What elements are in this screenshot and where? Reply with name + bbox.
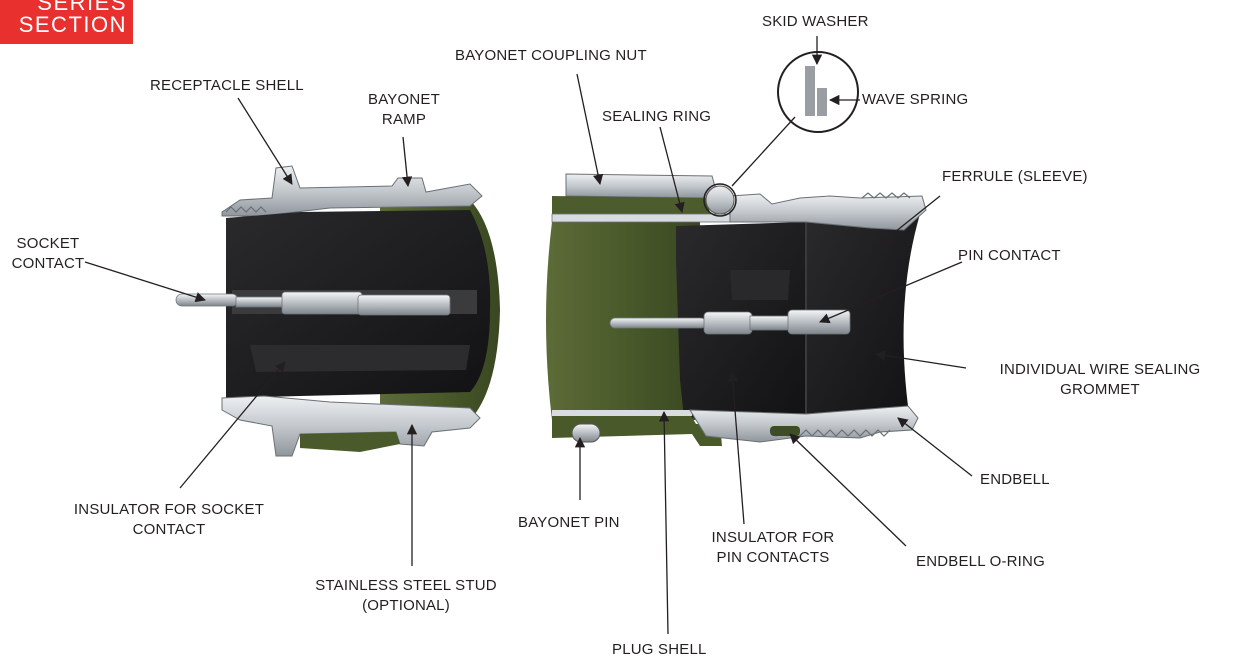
label-insulator-pin-line-2: PIN CONTACTS [716, 549, 830, 566]
label-bayonet-ramp-line-2: RAMP [381, 111, 427, 128]
label-plug-shell: PLUG SHELL [612, 641, 707, 658]
badge-line-1: SERIES [37, 0, 127, 15]
skid-washer-detail-callout [731, 51, 859, 187]
label-skid-washer: SKID WASHER [762, 13, 869, 30]
label-individual-wire-sealing-grommet: INDIVIDUAL WIRE SEALING GROMMET [970, 360, 1230, 400]
label-grommet-line-1: INDIVIDUAL WIRE SEALING [999, 361, 1201, 378]
label-socket-contact: SOCKET CONTACT [0, 234, 96, 274]
badge-line-2: SECTION [18, 12, 127, 37]
plug-assembly [546, 173, 927, 446]
label-socket-contact-line-2: CONTACT [11, 255, 85, 272]
label-stainless-steel-stud: STAINLESS STEEL STUD (OPTIONAL) [290, 576, 522, 616]
label-endbell-o-ring: ENDBELL O-RING [916, 553, 1045, 570]
label-ferrule: FERRULE (SLEEVE) [942, 168, 1088, 185]
label-stud-line-2: (OPTIONAL) [362, 597, 450, 614]
label-endbell: ENDBELL [980, 471, 1050, 488]
label-receptacle-shell: RECEPTACLE SHELL [150, 77, 304, 94]
label-insulator-socket-line-2: CONTACT [132, 521, 206, 538]
label-bayonet-coupling-nut: BAYONET COUPLING NUT [455, 47, 647, 64]
label-insulator-for-socket-contact: INSULATOR FOR SOCKET CONTACT [56, 500, 282, 540]
leader-lines [84, 36, 973, 635]
label-stud-line-1: STAINLESS STEEL STUD [315, 577, 497, 594]
label-insulator-pin-line-1: INSULATOR FOR [711, 529, 835, 546]
label-wave-spring: WAVE SPRING [862, 91, 969, 108]
label-bayonet-ramp-line-1: BAYONET [368, 91, 440, 108]
series-section-badge: SERIES SECTION [0, 0, 133, 44]
label-socket-contact-line-1: SOCKET [16, 235, 80, 252]
label-grommet-line-2: GROMMET [1060, 381, 1140, 398]
label-bayonet-ramp: BAYONET RAMP [356, 90, 452, 130]
label-pin-contact: PIN CONTACT [958, 247, 1061, 264]
label-insulator-for-pin-contacts: INSULATOR FOR PIN CONTACTS [698, 528, 848, 568]
label-bayonet-pin: BAYONET PIN [518, 514, 620, 531]
receptacle-assembly [175, 165, 500, 457]
label-insulator-socket-line-1: INSULATOR FOR SOCKET [73, 501, 265, 518]
label-sealing-ring: SEALING RING [602, 108, 712, 125]
